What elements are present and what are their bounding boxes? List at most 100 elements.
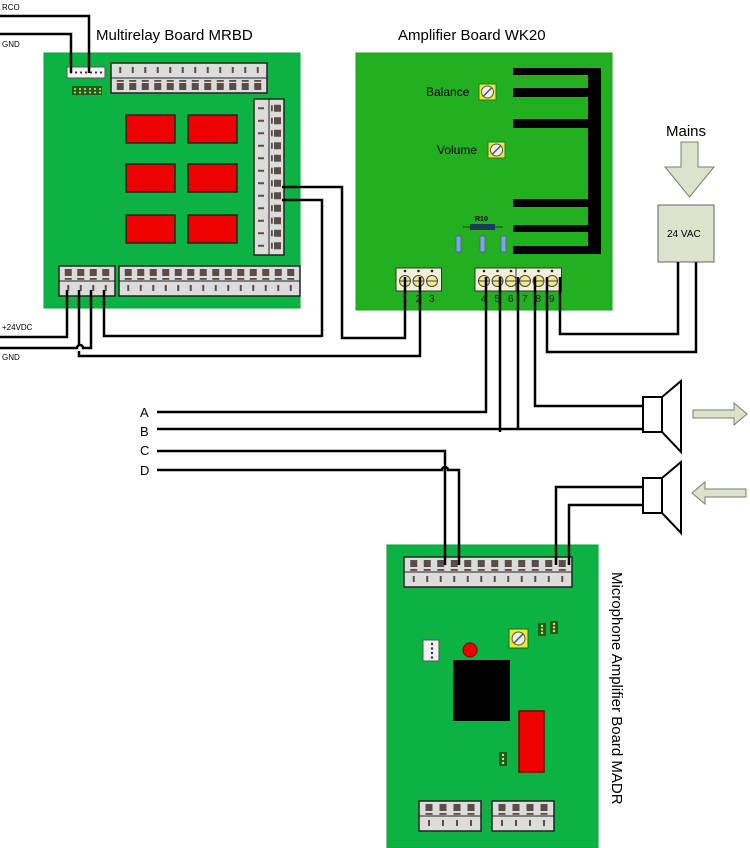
connector-pin — [262, 269, 270, 276]
sound-out-arrow-icon — [692, 401, 748, 427]
connector-pin — [162, 269, 170, 276]
relay — [125, 214, 176, 244]
connector-pin — [274, 269, 282, 276]
rco-label: RCO — [2, 3, 20, 12]
mrbd-relays — [125, 114, 238, 244]
connector-pin — [77, 269, 85, 276]
terminal-number: 7 — [522, 294, 528, 305]
connector-pin — [149, 269, 157, 276]
terminal-number: 9 — [549, 294, 555, 305]
terminal-number: 3 — [429, 294, 435, 305]
connector-pin — [531, 560, 539, 567]
mrbd-top-connector — [110, 62, 268, 94]
mrbd-jumper-block — [72, 86, 102, 95]
heatsink — [513, 68, 601, 254]
gnd-bottom-label: GND — [2, 353, 20, 362]
madr-jumpers — [499, 621, 558, 766]
connector-pin — [129, 83, 137, 90]
mrbd-title: Multirelay Board MRBD — [96, 27, 253, 44]
connector-pin — [274, 154, 281, 162]
balance-trimmer[interactable] — [478, 83, 497, 101]
transformer-24vac — [657, 204, 715, 263]
connector-pin — [274, 242, 281, 250]
connector-pin — [229, 83, 237, 90]
balance-label: Balance — [426, 85, 470, 99]
connector-pin — [274, 229, 281, 237]
mrbd-right-connector — [253, 98, 285, 256]
connector-pin — [437, 560, 445, 567]
mains-arrow-icon — [663, 141, 716, 198]
volume-trimmer[interactable] — [487, 141, 506, 159]
connector-pin — [504, 560, 512, 567]
resistor-label: R10 — [475, 216, 488, 223]
relay — [125, 114, 176, 144]
connector-pin — [216, 83, 224, 90]
connector-pin — [450, 560, 458, 567]
mrbd-bottom-connector — [118, 265, 301, 297]
connector-pin — [102, 269, 110, 276]
madr-gain-trimmer[interactable] — [508, 628, 529, 649]
connector-pin — [179, 83, 187, 90]
madr-bottom-connectors — [418, 800, 555, 832]
connector-pin — [166, 83, 174, 90]
connector-pin — [191, 83, 199, 90]
connector-pin — [116, 83, 124, 90]
connector-pin — [204, 83, 212, 90]
connector-pin — [274, 179, 281, 187]
connector-pin — [410, 560, 418, 567]
terminal-number: 8 — [536, 294, 542, 305]
multirelay-board — [43, 52, 301, 309]
wk20-title: Amplifier Board WK20 — [398, 27, 546, 44]
connector-pin — [254, 83, 262, 90]
connector-pin — [491, 560, 499, 567]
connector-pin — [425, 804, 433, 811]
mains-label: Mains — [666, 123, 706, 140]
madr-top-connector — [403, 556, 573, 588]
connector-pin — [274, 142, 281, 150]
vdc-label: +24VDC — [2, 323, 33, 332]
madr-relay — [518, 710, 545, 773]
connector-pin — [477, 560, 485, 567]
speaker-microphone — [642, 459, 682, 536]
madr-led — [462, 642, 478, 658]
terminal-number: 4 — [481, 294, 487, 305]
connector-pin — [540, 804, 548, 811]
connector-pin — [64, 269, 72, 276]
connector-pin — [512, 804, 520, 811]
connector-pin — [439, 804, 447, 811]
relay — [187, 163, 238, 193]
line-a-label: A — [140, 405, 149, 420]
terminal-number: 2 — [416, 294, 422, 305]
connector-pin — [199, 269, 207, 276]
connector-pin — [174, 269, 182, 276]
line-d-label: D — [140, 463, 149, 478]
wire-labels: RCO GND +24VDC GND A B C D — [2, 3, 149, 478]
relay — [187, 214, 238, 244]
connector-pin — [137, 269, 145, 276]
connector-pin — [274, 204, 281, 212]
relay — [187, 114, 238, 144]
connector-pin — [237, 269, 245, 276]
relay — [125, 163, 176, 193]
gnd-top-label: GND — [2, 40, 20, 49]
line-c-label: C — [140, 443, 149, 458]
connector-pin — [518, 560, 526, 567]
terminal-number: 6 — [508, 294, 514, 305]
connector-pin — [124, 269, 132, 276]
connector-pin — [274, 192, 281, 200]
speaker-output — [642, 378, 682, 455]
capacitors — [455, 235, 507, 253]
madr-small-header — [422, 639, 440, 662]
mrbd-power-connector — [58, 265, 116, 297]
connector-pin — [498, 804, 506, 811]
connector-pin — [274, 104, 281, 112]
wires — [0, 14, 698, 565]
resistor-r10: R10 — [463, 216, 503, 230]
line-b-label: B — [140, 424, 149, 439]
connector-pin — [224, 269, 232, 276]
connector-pin — [274, 217, 281, 225]
connector-pin — [274, 117, 281, 125]
madr-title: Microphone Amplifier Board MADR — [608, 572, 625, 805]
connector-pin — [423, 560, 431, 567]
